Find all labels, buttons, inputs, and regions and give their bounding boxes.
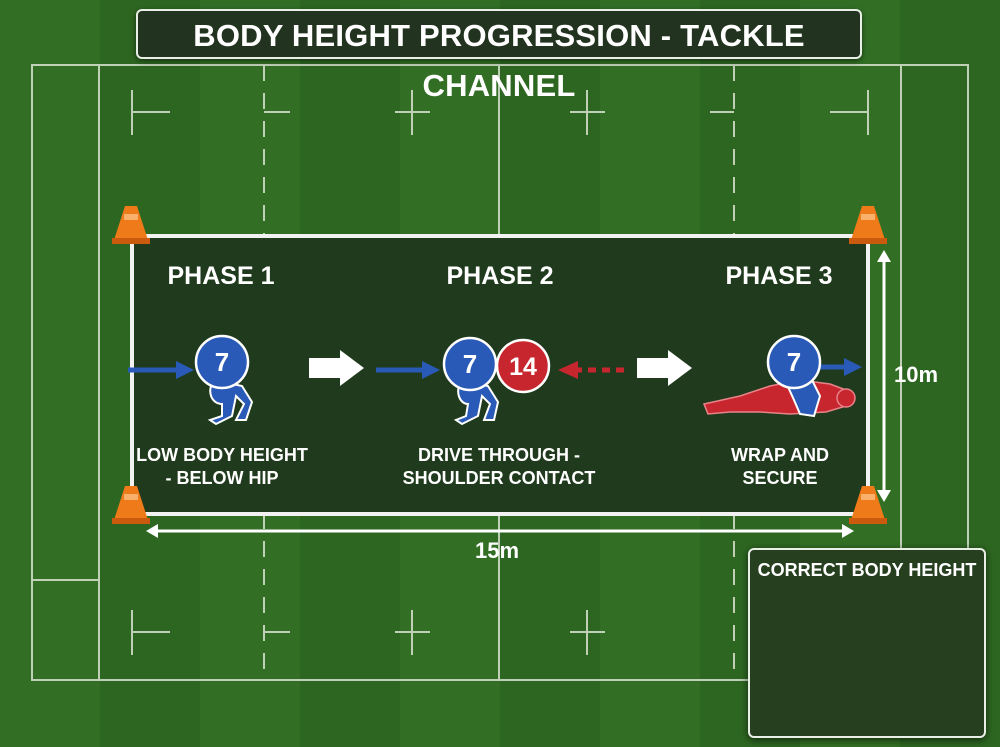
caption-line: SECURE [742, 468, 818, 488]
caption-line: DRIVE THROUGH - [418, 445, 580, 465]
cone-icon [849, 486, 887, 524]
width-dimension-label: 15m [475, 538, 520, 563]
ball-carrier-player: 14 [495, 338, 551, 394]
height-dimension-label: 10m [894, 362, 939, 387]
phase-1-label: PHASE 1 [167, 262, 275, 290]
cone-icon [112, 486, 150, 524]
phase-transition-arrow [637, 350, 692, 386]
tackler-number: 7 [215, 347, 229, 377]
cone-icon [112, 206, 150, 244]
cone-icon [849, 206, 887, 244]
width-dimension-arrow [146, 524, 854, 538]
tackler-player: 7 [194, 334, 254, 426]
tackler-run-arrow [128, 361, 194, 379]
correct-body-height-inset: CORRECT BODY HEIGHT [748, 548, 986, 738]
ball-carrier-number: 14 [509, 353, 537, 381]
caption-line: - BELOW HIP [165, 468, 279, 488]
inset-title: CORRECT BODY HEIGHT [757, 560, 977, 580]
caption-line: WRAP AND [731, 445, 829, 465]
tackler-run-arrow [376, 361, 440, 379]
phase-transition-arrow [309, 350, 364, 386]
height-dimension-arrow [877, 250, 891, 502]
phase-2-caption: DRIVE THROUGH - SHOULDER CONTACT [379, 444, 619, 490]
tackler-player: 7 [442, 336, 500, 426]
ball-carrier-run-arrow [558, 361, 628, 379]
caption-line: SHOULDER CONTACT [402, 468, 596, 488]
page-title: BODY HEIGHT PROGRESSION - TACKLE CHANNEL [136, 9, 862, 103]
phase-3-caption: WRAP AND SECURE [660, 444, 900, 490]
phase-2-label: PHASE 2 [446, 262, 554, 290]
tackler-number: 7 [787, 347, 801, 377]
tackler-run-arrow [820, 358, 862, 376]
tackler-player: 7 [766, 334, 822, 418]
phase-1-caption: LOW BODY HEIGHT - BELOW HIP [102, 444, 342, 490]
caption-line: LOW BODY HEIGHT [136, 445, 308, 465]
phase-3-label: PHASE 3 [725, 262, 833, 290]
tackler-number: 7 [463, 349, 477, 379]
